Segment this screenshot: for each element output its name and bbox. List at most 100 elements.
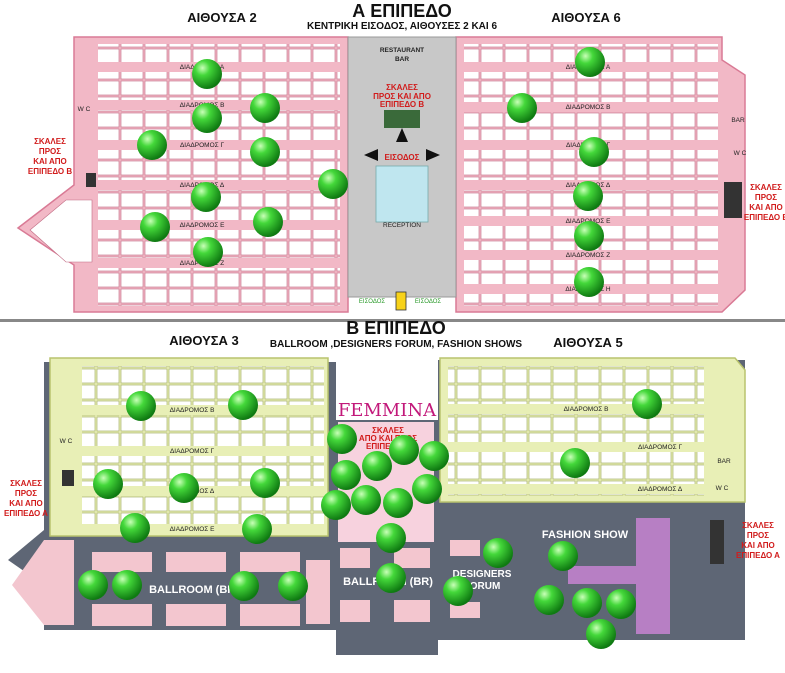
svg-text:ΔΙΑΔΡΟΜΟΣ Β: ΔΙΑΔΡΟΜΟΣ Β — [566, 104, 611, 111]
wc-b-left: W C — [60, 438, 73, 445]
booth-marker[interactable] — [632, 389, 662, 419]
booth-marker[interactable] — [250, 468, 280, 498]
booth-marker[interactable] — [534, 585, 564, 615]
booth-marker[interactable] — [573, 181, 603, 211]
booth-marker[interactable] — [507, 93, 537, 123]
booth-marker[interactable] — [376, 523, 406, 553]
booth-marker[interactable] — [574, 221, 604, 251]
svg-text:ΔΙΑΔΡΟΜΟΣ Δ: ΔΙΑΔΡΟΜΟΣ Δ — [638, 486, 683, 493]
center-stairs-a-line3: ΕΠΙΠΕΔΟ Β — [380, 100, 424, 109]
level-a-subtitle: ΚΕΝΤΡΙΚΗ ΕΙΣΟΔΟΣ, ΑΙΘΟΥΣΕΣ 2 ΚΑΙ 6 — [307, 21, 497, 32]
booth-marker[interactable] — [376, 563, 406, 593]
booth-marker[interactable] — [318, 169, 348, 199]
restaurant-label: RESTAURANT — [380, 47, 424, 54]
booth-marker[interactable] — [250, 93, 280, 123]
designers-booths — [450, 540, 480, 618]
stairs-side-a-left: ΣΚΑΛΕΣ ΠΡΟΣ ΚΑΙ ΑΠΟ ΕΠΙΠΕΔΟ Β — [28, 137, 72, 176]
booth-marker[interactable] — [192, 103, 222, 133]
ballroom-left-label: BALLROOM (BR) — [149, 584, 239, 596]
wc-a-left: W C — [78, 106, 91, 113]
booth-marker[interactable] — [443, 576, 473, 606]
booth-marker[interactable] — [229, 571, 259, 601]
booth-marker[interactable] — [93, 469, 123, 499]
hall-6-booths — [464, 44, 718, 306]
booth-marker[interactable] — [193, 237, 223, 267]
level-b-title: Β ΕΠΙΠΕΔΟ — [346, 318, 445, 338]
booth-marker[interactable] — [169, 473, 199, 503]
booth-marker[interactable] — [572, 588, 602, 618]
booth-marker[interactable] — [560, 448, 590, 478]
svg-text:ΠΡΟΣ: ΠΡΟΣ — [755, 193, 777, 202]
booth-marker[interactable] — [137, 130, 167, 160]
stairs-side-b-left: ΣΚΑΛΕΣ ΠΡΟΣ ΚΑΙ ΑΠΟ ΕΠΙΠΕΔΟ Α — [4, 479, 48, 518]
booth-marker[interactable] — [120, 513, 150, 543]
booth-marker[interactable] — [126, 391, 156, 421]
svg-text:ΔΙΑΔΡΟΜΟΣ Γ: ΔΙΑΔΡΟΜΟΣ Γ — [170, 448, 215, 455]
fashion-runway-cross — [568, 566, 638, 584]
fashion-show-label: FASHION SHOW — [542, 529, 629, 541]
ballroom-left-booths — [92, 552, 330, 626]
stairs-side-b-right: ΣΚΑΛΕΣ ΠΡΟΣ ΚΑΙ ΑΠΟ ΕΠΙΠΕΔΟ Α — [736, 521, 780, 560]
ballroom-mid-booths — [340, 548, 430, 622]
booth-marker[interactable] — [362, 451, 392, 481]
booth-marker[interactable] — [250, 137, 280, 167]
booth-marker[interactable] — [419, 441, 449, 471]
svg-text:ΔΙΑΔΡΟΜΟΣ Ζ: ΔΙΑΔΡΟΜΟΣ Ζ — [566, 252, 611, 259]
booth-marker[interactable] — [321, 490, 351, 520]
svg-text:ΠΡΟΣ: ΠΡΟΣ — [39, 147, 61, 156]
svg-text:ΕΠΙΠΕΔΟ Β: ΕΠΙΠΕΔΟ Β — [28, 167, 72, 176]
stairs-left-b — [62, 470, 74, 486]
booth-marker[interactable] — [191, 182, 221, 212]
svg-text:ΔΙΑΔΡΟΜΟΣ Β: ΔΙΑΔΡΟΜΟΣ Β — [564, 406, 609, 413]
booth-marker[interactable] — [483, 538, 513, 568]
booth-marker[interactable] — [412, 474, 442, 504]
svg-text:ΣΚΑΛΕΣ: ΣΚΑΛΕΣ — [750, 183, 782, 192]
svg-text:ΚΑΙ ΑΠΟ: ΚΑΙ ΑΠΟ — [749, 203, 782, 212]
booth-marker[interactable] — [574, 267, 604, 297]
booth-marker[interactable] — [586, 619, 616, 649]
corridor-labels-hall-5: ΔΙΑΔΡΟΜΟΣ Β ΔΙΑΔΡΟΜΟΣ Γ ΔΙΑΔΡΟΜΟΣ Δ — [564, 406, 683, 493]
reception-area — [375, 165, 429, 223]
booth-marker[interactable] — [606, 589, 636, 619]
svg-text:ΔΙΑΔΡΟΜΟΣ Γ: ΔΙΑΔΡΟΜΟΣ Γ — [638, 444, 683, 451]
stairs-block — [384, 110, 420, 128]
lobby-entrance-label: ΕΙΣΟΔΟΣ — [385, 153, 420, 162]
level-a-title: Α ΕΠΙΠΕΔΟ — [352, 1, 451, 21]
arrow-left — [364, 149, 378, 161]
hall-3-wedge — [12, 540, 74, 625]
booth-marker[interactable] — [383, 488, 413, 518]
svg-text:ΣΚΑΛΕΣ: ΣΚΑΛΕΣ — [742, 521, 774, 530]
booth-marker[interactable] — [389, 435, 419, 465]
booth-marker[interactable] — [548, 541, 578, 571]
center-stairs-a-line2: ΠΡΟΣ ΚΑΙ ΑΠΟ — [373, 92, 431, 101]
booth-marker[interactable] — [140, 212, 170, 242]
designers-label-line1: DESIGNERS — [453, 569, 512, 580]
booth-marker[interactable] — [253, 207, 283, 237]
booth-marker[interactable] — [331, 460, 361, 490]
hall-5-label: ΑΙΘΟΥΣΑ 5 — [553, 335, 623, 350]
arrow-up — [396, 128, 408, 142]
marker-layer — [78, 47, 662, 649]
femmina-area — [336, 356, 438, 420]
stairs-right-b — [710, 520, 724, 564]
booth-marker[interactable] — [575, 47, 605, 77]
stairs-side-a-right: ΣΚΑΛΕΣ ΠΡΟΣ ΚΑΙ ΑΠΟ ΕΠΙΠΕΔΟ Β — [744, 183, 785, 222]
booth-marker[interactable] — [192, 59, 222, 89]
hall-3-label: ΑΙΘΟΥΣΑ 3 — [169, 333, 239, 348]
booth-marker[interactable] — [242, 514, 272, 544]
reception-label: RECEPTION — [383, 222, 421, 229]
booth-marker[interactable] — [228, 390, 258, 420]
svg-text:ΚΑΙ ΑΠΟ: ΚΑΙ ΑΠΟ — [33, 157, 66, 166]
booth-marker[interactable] — [278, 571, 308, 601]
booth-marker[interactable] — [579, 137, 609, 167]
booth-marker[interactable] — [327, 424, 357, 454]
booth-marker[interactable] — [112, 570, 142, 600]
booth-marker[interactable] — [351, 485, 381, 515]
stairs-left-a — [86, 173, 96, 187]
svg-text:ΣΚΑΛΕΣ: ΣΚΑΛΕΣ — [34, 137, 66, 146]
svg-text:ΣΚΑΛΕΣ: ΣΚΑΛΕΣ — [10, 479, 42, 488]
center-stairs-b-line2: ΑΠΟ ΚΑΙ ΠΡΟΣ — [359, 434, 417, 443]
booth-marker[interactable] — [78, 570, 108, 600]
svg-text:ΔΙΑΔΡΟΜΟΣ Ε: ΔΙΑΔΡΟΜΟΣ Ε — [180, 222, 226, 229]
